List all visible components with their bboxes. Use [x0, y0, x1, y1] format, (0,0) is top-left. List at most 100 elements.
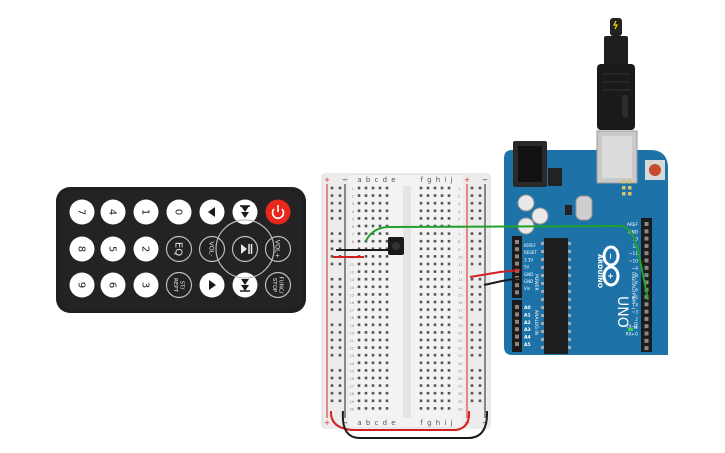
bb-hole[interactable]	[426, 369, 430, 372]
rail-hole[interactable]	[470, 277, 474, 281]
btn-play-pause[interactable]	[231, 235, 259, 263]
btn-st-rept[interactable]: ST/REPT	[165, 271, 193, 299]
rail-hole[interactable]	[478, 285, 482, 289]
bb-hole[interactable]	[447, 270, 451, 273]
bb-hole[interactable]	[419, 293, 423, 296]
bb-hole[interactable]	[433, 217, 437, 220]
digital-pin[interactable]	[644, 302, 649, 307]
bb-hole[interactable]	[385, 300, 389, 304]
bb-hole[interactable]	[426, 376, 430, 380]
rail-hole[interactable]	[478, 323, 482, 327]
rail-hole[interactable]	[338, 262, 342, 266]
bb-hole[interactable]	[440, 201, 444, 205]
bb-hole[interactable]	[378, 217, 382, 220]
bb-hole[interactable]	[433, 300, 437, 304]
bb-hole[interactable]	[447, 338, 451, 342]
bb-hole[interactable]	[385, 255, 389, 258]
bb-hole[interactable]	[426, 270, 430, 273]
bb-hole[interactable]	[357, 270, 361, 273]
rail-hole[interactable]	[470, 201, 474, 205]
bb-hole[interactable]	[371, 201, 375, 205]
bb-hole[interactable]	[440, 270, 444, 273]
bb-hole[interactable]	[385, 209, 389, 213]
bb-hole[interactable]	[357, 331, 361, 334]
bb-hole[interactable]	[447, 376, 451, 380]
rail-hole[interactable]	[338, 308, 342, 311]
bb-hole[interactable]	[433, 353, 437, 357]
bb-hole[interactable]	[440, 277, 444, 281]
rail-hole[interactable]	[330, 194, 334, 197]
bb-hole[interactable]	[419, 194, 423, 197]
bb-hole[interactable]	[419, 323, 423, 327]
bb-hole[interactable]	[419, 369, 423, 372]
bb-hole[interactable]	[447, 361, 451, 365]
bb-hole[interactable]	[426, 391, 430, 395]
rail-hole[interactable]	[478, 262, 482, 266]
bb-hole[interactable]	[426, 361, 430, 365]
power-pin[interactable]	[515, 240, 519, 244]
bb-hole[interactable]	[357, 232, 361, 235]
btn-8[interactable]: 8	[69, 236, 95, 262]
bb-hole[interactable]	[440, 399, 444, 403]
bb-hole[interactable]	[385, 353, 389, 357]
rail-hole[interactable]	[330, 369, 334, 372]
bb-hole[interactable]	[426, 315, 430, 319]
digital-pin[interactable]	[644, 273, 649, 278]
rail-hole[interactable]	[330, 277, 334, 281]
rail-hole[interactable]	[470, 331, 474, 334]
bb-hole[interactable]	[364, 201, 368, 205]
rail-hole[interactable]	[478, 232, 482, 235]
bb-hole[interactable]	[371, 399, 375, 403]
bb-hole[interactable]	[433, 186, 437, 190]
rail-hole[interactable]	[338, 353, 342, 357]
bb-hole[interactable]	[433, 315, 437, 319]
rail-hole[interactable]	[338, 194, 342, 197]
bb-hole[interactable]	[357, 186, 361, 190]
bb-hole[interactable]	[447, 300, 451, 304]
digital-header[interactable]	[641, 218, 652, 352]
bb-hole[interactable]	[426, 217, 430, 220]
bb-hole[interactable]	[364, 232, 368, 235]
bb-hole[interactable]	[447, 217, 451, 220]
wire-rail-bridge-red[interactable]	[329, 410, 471, 431]
bb-hole[interactable]	[426, 407, 430, 410]
bb-hole[interactable]	[364, 353, 368, 357]
bb-hole[interactable]	[371, 247, 375, 251]
btn-2[interactable]: 2	[133, 236, 159, 262]
bb-hole[interactable]	[385, 277, 389, 281]
rail-hole[interactable]	[470, 391, 474, 395]
bb-hole[interactable]	[433, 270, 437, 273]
digital-pin[interactable]	[644, 258, 649, 263]
bb-hole[interactable]	[378, 247, 382, 251]
bb-hole[interactable]	[364, 331, 368, 334]
bb-hole[interactable]	[364, 391, 368, 395]
bb-hole[interactable]	[385, 285, 389, 289]
rail-hole[interactable]	[478, 201, 482, 205]
bb-hole[interactable]	[357, 338, 361, 342]
bb-hole[interactable]	[385, 399, 389, 403]
bb-hole[interactable]	[378, 232, 382, 235]
bb-hole[interactable]	[364, 384, 368, 387]
rail-hole[interactable]	[330, 262, 334, 266]
rail-hole[interactable]	[470, 262, 474, 266]
rail-hole[interactable]	[338, 247, 342, 251]
rail-hole[interactable]	[470, 376, 474, 380]
bb-hole[interactable]	[419, 270, 423, 273]
bb-hole[interactable]	[426, 293, 430, 296]
rail-hole[interactable]	[338, 338, 342, 342]
bb-hole[interactable]	[357, 300, 361, 304]
bb-hole[interactable]	[447, 399, 451, 403]
bb-hole[interactable]	[419, 232, 423, 235]
btn-next[interactable]	[199, 272, 225, 298]
bb-hole[interactable]	[385, 270, 389, 273]
rail-hole[interactable]	[338, 300, 342, 304]
bb-hole[interactable]	[378, 255, 382, 258]
bb-hole[interactable]	[364, 399, 368, 403]
analog-pin[interactable]	[515, 327, 519, 332]
btn-9[interactable]: 9	[69, 272, 95, 298]
rail-hole[interactable]	[330, 323, 334, 327]
bb-hole[interactable]	[419, 262, 423, 266]
bb-hole[interactable]	[440, 300, 444, 304]
bb-hole[interactable]	[378, 194, 382, 197]
rail-hole[interactable]	[478, 209, 482, 213]
